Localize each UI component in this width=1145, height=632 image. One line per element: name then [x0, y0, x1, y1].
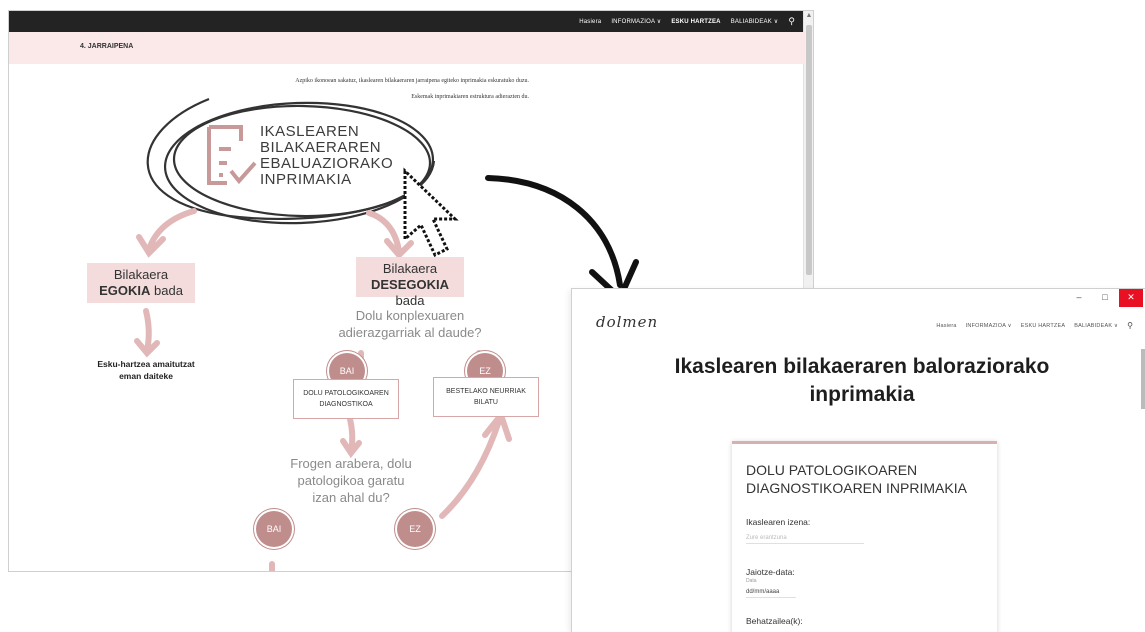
- nav-item-esku-hartzea[interactable]: ESKU HARTZEA: [671, 18, 721, 25]
- form-card-title-line: DOLU PATOLOGIKOAREN: [746, 462, 918, 478]
- box-other-measures: BESTELAKO NEURRIAK BILATU: [433, 377, 539, 417]
- box-line: BESTELAKO NEURRIAK: [446, 388, 526, 395]
- form-card-title-line: DIAGNOSTIKOAREN INPRIMAKIA: [746, 480, 967, 496]
- dolmen-logo[interactable]: dolmen: [596, 313, 659, 331]
- box-line: Bilakaera: [382, 261, 438, 276]
- close-button[interactable]: ✕: [1119, 289, 1143, 307]
- nav-item-informazioa[interactable]: INFORMAZIOA ∨: [965, 322, 1012, 329]
- birth-date-sublabel: Data: [746, 578, 757, 584]
- form-title-line: INPRIMAKIA: [260, 171, 352, 188]
- form-title-line: BILAKAERAREN: [260, 139, 382, 156]
- form-window: – □ ✕ dolmen Hasiera INFORMAZIOA ∨ ESKU …: [571, 288, 1145, 632]
- follow-up-infographic: IKASLEAREN BILAKAERAREN EBALUAZIORAKO IN…: [9, 11, 805, 571]
- scribble-circle: [146, 97, 436, 225]
- box-rest-word: bada: [395, 293, 425, 308]
- nav-item-baliabideak[interactable]: BALIABIDEAK ∨: [1074, 322, 1119, 329]
- box-rest-word: bada: [154, 283, 183, 298]
- box-bold-word: EGOKIA: [99, 283, 151, 298]
- badge-ez: EZ: [397, 511, 433, 547]
- box-line: EGOKIA bada: [87, 283, 195, 299]
- question-pathological-grief: Frogen arabera, dolu patologikoa garatu …: [271, 455, 431, 506]
- form-title-in-circle[interactable]: IKASLEAREN BILAKAERAREN EBALUAZIORAKO IN…: [260, 124, 393, 188]
- question-complex-grief: Dolu konplexuaren adierazgarriak al daud…: [325, 307, 495, 341]
- cursor-pointer-icon: [403, 167, 459, 258]
- result-intervention-ended: Esku-hartzea amaitutzat eman daiteke: [81, 358, 211, 382]
- birth-date-label: Jaiotze-data:: [746, 567, 795, 577]
- window-titlebar[interactable]: – □ ✕: [572, 289, 1145, 309]
- section-title: 4. JARRAIPENA: [80, 43, 134, 50]
- badge-bai: BAI: [256, 511, 292, 547]
- intro-line-2: Eskemak inprimakiaren estruktura adieraz…: [411, 94, 529, 100]
- box-line: DIAGNOSTIKOA: [319, 401, 373, 408]
- form-title-line: EBALUAZIORAKO: [260, 155, 394, 172]
- scroll-up-icon[interactable]: ▲: [805, 12, 813, 19]
- question-line: Dolu konplexuaren: [355, 308, 465, 323]
- student-name-input[interactable]: Zure erantzuna: [746, 532, 864, 544]
- form-title-line: IKASLEAREN: [260, 123, 360, 140]
- section-header-bar: 4. JARRAIPENA: [9, 32, 805, 64]
- page-title: Ikaslearen bilakaeraren baloraziorako in…: [632, 353, 1092, 409]
- box-pathological-diagnosis: DOLU PATOLOGIKOAREN DIAGNOSTIKOA: [293, 379, 399, 419]
- box-bold-word: DESEGOKIA: [370, 277, 449, 292]
- question-line: izan ahal du?: [312, 490, 390, 505]
- nav-item-informazioa[interactable]: INFORMAZIOA ∨: [611, 19, 662, 25]
- search-icon[interactable]: ⚲: [1127, 321, 1133, 330]
- form-top-navigation: Hasiera INFORMAZIOA ∨ ESKU HARTZEA BALIA…: [936, 321, 1133, 330]
- search-icon[interactable]: ⚲: [788, 16, 795, 26]
- question-line: Frogen arabera, dolu: [290, 456, 412, 471]
- page-title-line: inprimakia: [809, 383, 915, 406]
- intro-line-1: Azpiko ikonoean sakatuz, ikaslearen bila…: [295, 78, 529, 84]
- question-line: patologikoa garatu: [297, 473, 405, 488]
- box-line: BILATU: [474, 399, 498, 406]
- form-document-icon: [207, 125, 257, 185]
- result-line: eman daiteke: [119, 371, 173, 381]
- nav-item-hasiera[interactable]: Hasiera: [936, 322, 957, 329]
- result-line: Esku-hartzea amaitutzat: [97, 359, 195, 369]
- form-card-title: DOLU PATOLOGIKOAREN DIAGNOSTIKOAREN INPR…: [746, 461, 986, 497]
- student-name-label: Ikaslearen izena:: [746, 517, 811, 527]
- question-line: adierazgarriak al daude?: [338, 325, 482, 340]
- scrollbar-thumb[interactable]: [1141, 349, 1145, 409]
- box-bilakaera-desegokia: Bilakaera DESEGOKIA bada: [356, 257, 464, 308]
- nav-item-hasiera[interactable]: Hasiera: [579, 18, 602, 25]
- birth-date-input[interactable]: dd/mm/aaaa: [746, 586, 796, 598]
- nav-item-baliabideak[interactable]: BALIABIDEAK ∨: [730, 19, 779, 25]
- box-line: DESEGOKIA bada: [356, 277, 464, 309]
- minimize-button[interactable]: –: [1076, 292, 1082, 302]
- scrollbar-thumb[interactable]: [806, 25, 812, 275]
- nav-item-esku-hartzea[interactable]: ESKU HARTZEA: [1020, 322, 1066, 329]
- top-navigation-bar: Hasiera INFORMAZIOA ∨ ESKU HARTZEA BALIA…: [9, 11, 805, 32]
- form-card: DOLU PATOLOGIKOAREN DIAGNOSTIKOAREN INPR…: [732, 441, 997, 632]
- box-line: DOLU PATOLOGIKOAREN: [303, 390, 389, 397]
- page-title-line: Ikaslearen bilakaeraren baloraziorako: [674, 355, 1050, 378]
- box-bilakaera-egokia: Bilakaera EGOKIA bada: [87, 263, 195, 303]
- maximize-button[interactable]: □: [1102, 292, 1108, 302]
- observer-label: Behatzailea(k):: [746, 616, 803, 626]
- box-line: Bilakaera: [113, 267, 169, 282]
